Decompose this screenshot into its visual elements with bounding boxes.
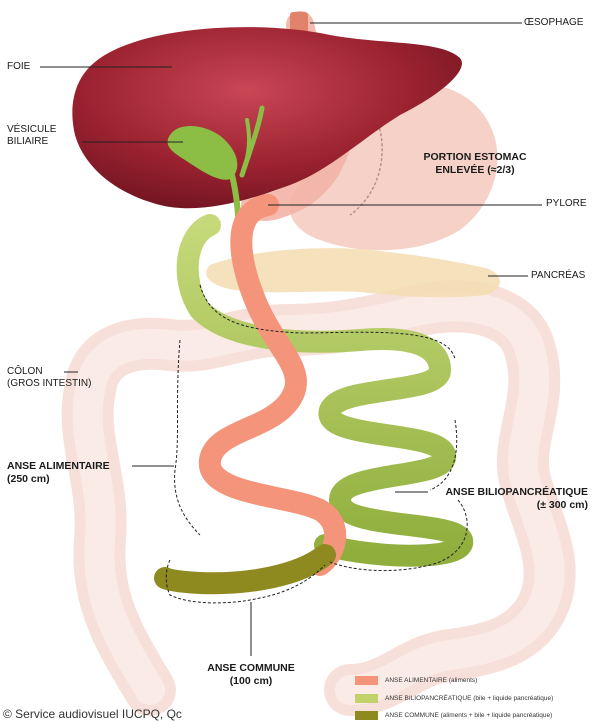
label-colon-line2: (GROS INTESTIN) xyxy=(7,378,91,390)
label-foie: FOIE xyxy=(7,61,30,73)
label-anse-bilio-line2: (± 300 cm) xyxy=(430,499,588,512)
label-vesicule-line2: BILIAIRE xyxy=(7,136,56,148)
copyright-notice: © Service audiovisuel IUCPQ, Qc xyxy=(3,707,182,721)
label-anse-commune-line1: ANSE COMMUNE xyxy=(181,662,321,675)
legend-text: ANSE ALIMENTAIRE (aliments) xyxy=(385,676,477,685)
label-portion-estomac: PORTION ESTOMAC ENLEVÉE (≈2/3) xyxy=(405,151,545,177)
legend-swatch xyxy=(355,711,378,720)
label-anse-alimentaire-line2: (250 cm) xyxy=(7,473,110,486)
label-pancreas: PANCRÉAS xyxy=(531,270,585,282)
label-oesophage: ŒSOPHAGE xyxy=(524,17,583,29)
label-vesicule-line1: VÉSICULE xyxy=(7,124,56,136)
label-anse-biliopancreatique: ANSE BILIOPANCRÉATIQUE (± 300 cm) xyxy=(430,486,588,512)
legend-swatch xyxy=(355,694,378,703)
common-loop xyxy=(165,555,325,583)
label-anse-bilio-line1: ANSE BILIOPANCRÉATIQUE xyxy=(430,486,588,499)
legend-text: ANSE BILIOPANCRÉATIQUE (bile + liquide p… xyxy=(385,694,553,703)
label-colon-line1: CÔLON xyxy=(7,366,91,378)
label-colon: CÔLON (GROS INTESTIN) xyxy=(7,366,91,390)
legend-text: ANSE COMMUNE (aliments + bile + liquide … xyxy=(385,711,552,720)
label-anse-commune-line2: (100 cm) xyxy=(181,675,321,688)
label-portion-line2: ENLEVÉE (≈2/3) xyxy=(405,164,545,177)
label-pylore: PYLORE xyxy=(546,198,587,210)
legend-swatch xyxy=(355,676,378,685)
label-portion-line1: PORTION ESTOMAC xyxy=(405,151,545,164)
label-anse-commune: ANSE COMMUNE (100 cm) xyxy=(181,662,321,688)
label-vesicule-biliaire: VÉSICULE BILIAIRE xyxy=(7,124,56,148)
label-anse-alimentaire: ANSE ALIMENTAIRE (250 cm) xyxy=(7,460,110,486)
label-anse-alimentaire-line1: ANSE ALIMENTAIRE xyxy=(7,460,110,473)
